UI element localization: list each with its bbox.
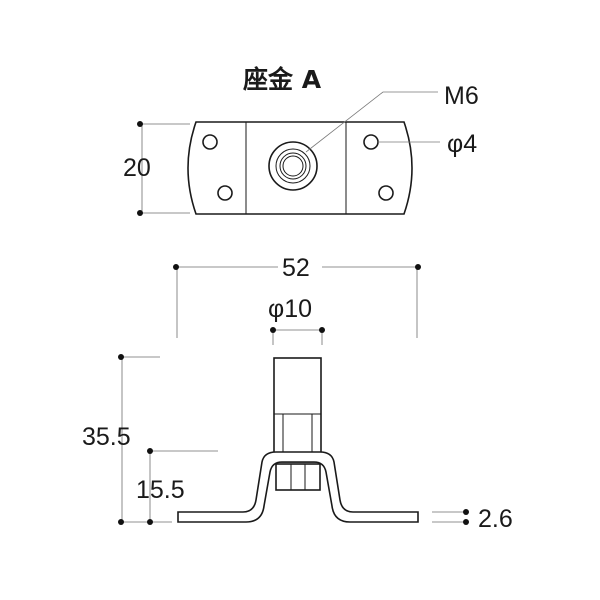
width-52-label: 52 — [282, 254, 310, 282]
side-view: 52 φ10 35.5 15.5 — [82, 254, 513, 533]
height-15-5-label: 15.5 — [136, 476, 185, 504]
hole-top-left — [202, 134, 218, 150]
phi4-label: φ4 — [447, 130, 477, 158]
hole-top-right — [363, 134, 379, 150]
drawing-title: 座金 A — [243, 65, 322, 94]
hole-bottom-left — [217, 185, 233, 201]
hole-bottom-right — [378, 185, 394, 201]
m6-label: M6 — [444, 82, 479, 110]
bent-strap — [177, 451, 419, 523]
height-20-label: 20 — [123, 154, 151, 182]
thickness-2-6-label: 2.6 — [478, 505, 513, 533]
phi10-label: φ10 — [268, 295, 312, 323]
top-view: M6 φ4 20 — [123, 82, 479, 216]
height-35-5-label: 35.5 — [82, 423, 131, 451]
boss-cylinder — [273, 357, 322, 463]
m6-leader — [305, 91, 438, 153]
hex-nut — [275, 463, 321, 491]
